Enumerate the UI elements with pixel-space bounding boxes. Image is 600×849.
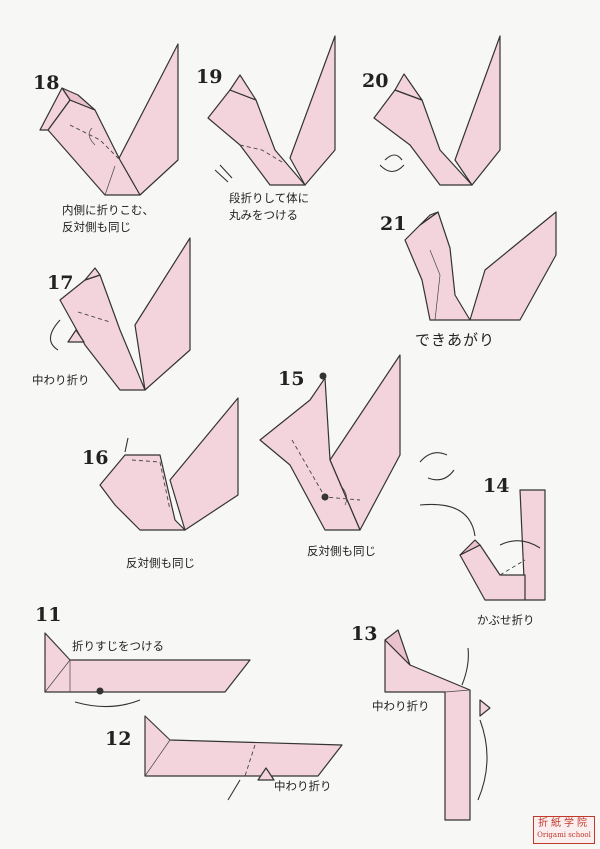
step-caption-14: かぶせ折り — [477, 613, 535, 627]
caption-text: 内側に折りこむ、反対側も同じ — [62, 202, 154, 236]
step-number-15: 15 — [278, 368, 305, 390]
step-13-figure — [384, 629, 491, 821]
step-20-figure — [373, 35, 501, 186]
step-number-20: 20 — [362, 70, 389, 92]
caption-text: 段折りして体に丸みをつける — [229, 190, 309, 224]
step-21-figure — [404, 211, 557, 321]
step-15-figure — [259, 354, 401, 531]
step-18-figure — [39, 43, 179, 196]
step-number-13: 13 — [351, 623, 378, 645]
step-number-11: 11 — [35, 604, 62, 626]
step-number-17: 17 — [47, 272, 74, 294]
stamp-kanji: 折紙学院 — [538, 818, 590, 829]
step-caption-15: 反対側も同じ — [307, 544, 376, 558]
step-16-figure — [99, 397, 239, 531]
caption-line: 内側に折りこむ、 — [62, 203, 154, 217]
step-14-figure — [459, 489, 546, 601]
step-number-19: 19 — [196, 66, 223, 88]
caption-line: 反対側も同じ — [62, 220, 131, 234]
step-17-figure — [49, 237, 191, 391]
turn-arrow — [419, 503, 476, 537]
step-12-figure — [144, 715, 343, 801]
stamp-latin: Origami school — [537, 831, 591, 839]
step-number-18: 18 — [33, 72, 60, 94]
step-11-figure — [44, 632, 251, 708]
step-caption-11: 折りすじをつける — [72, 639, 164, 653]
step-number-21: 21 — [380, 213, 407, 235]
caption-line: 段折りして体に — [229, 191, 310, 205]
caption-line: 丸みをつける — [229, 208, 298, 222]
step-number-16: 16 — [82, 447, 109, 469]
rotate-symbol — [419, 452, 455, 481]
step-number-12: 12 — [105, 728, 132, 750]
step-caption-17: 中わり折り — [32, 373, 90, 387]
step-caption-21: できあがり — [415, 331, 496, 349]
step-caption-18: 内側に折りこむ、反対側も同じ — [62, 202, 154, 236]
step-caption-19: 段折りして体に丸みをつける — [229, 190, 309, 224]
step-number-14: 14 — [483, 475, 510, 497]
step-caption-12: 中わり折り — [274, 779, 332, 793]
step-19-figure — [207, 35, 336, 186]
origami-school-stamp: 折紙学院 Origami school — [533, 816, 595, 844]
step-caption-13: 中わり折り — [372, 699, 430, 713]
step-caption-16: 反対側も同じ — [126, 556, 195, 570]
